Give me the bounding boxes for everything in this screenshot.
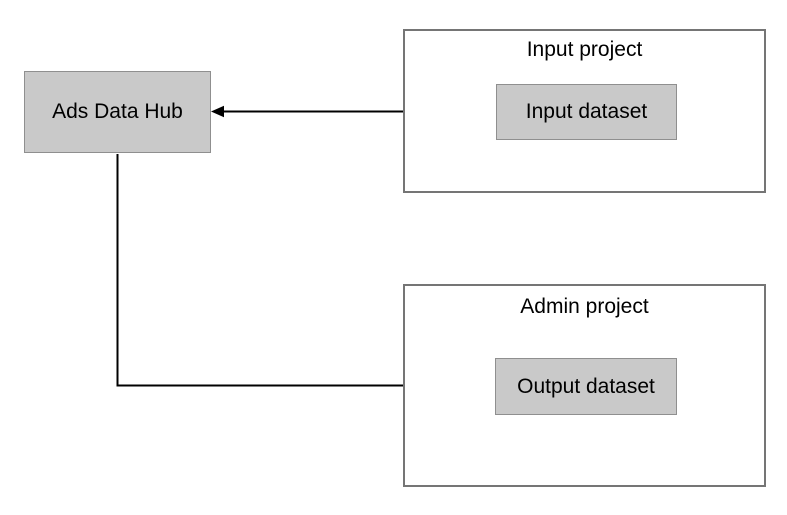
node-input-dataset-label: Input dataset — [525, 100, 648, 124]
container-input-project: Input project Input dataset — [403, 29, 766, 193]
node-ads-data-hub-label: Ads Data Hub — [52, 100, 183, 124]
arrowhead-left-icon — [211, 105, 224, 118]
container-admin-project: Admin project Output dataset — [403, 284, 766, 487]
node-output-dataset-label: Output dataset — [517, 374, 655, 398]
node-output-dataset: Output dataset — [495, 358, 677, 415]
container-input-project-title: Input project — [526, 38, 643, 61]
container-admin-project-title: Admin project — [520, 295, 649, 318]
node-ads-data-hub: Ads Data Hub — [24, 71, 211, 153]
node-input-dataset: Input dataset — [496, 84, 677, 140]
